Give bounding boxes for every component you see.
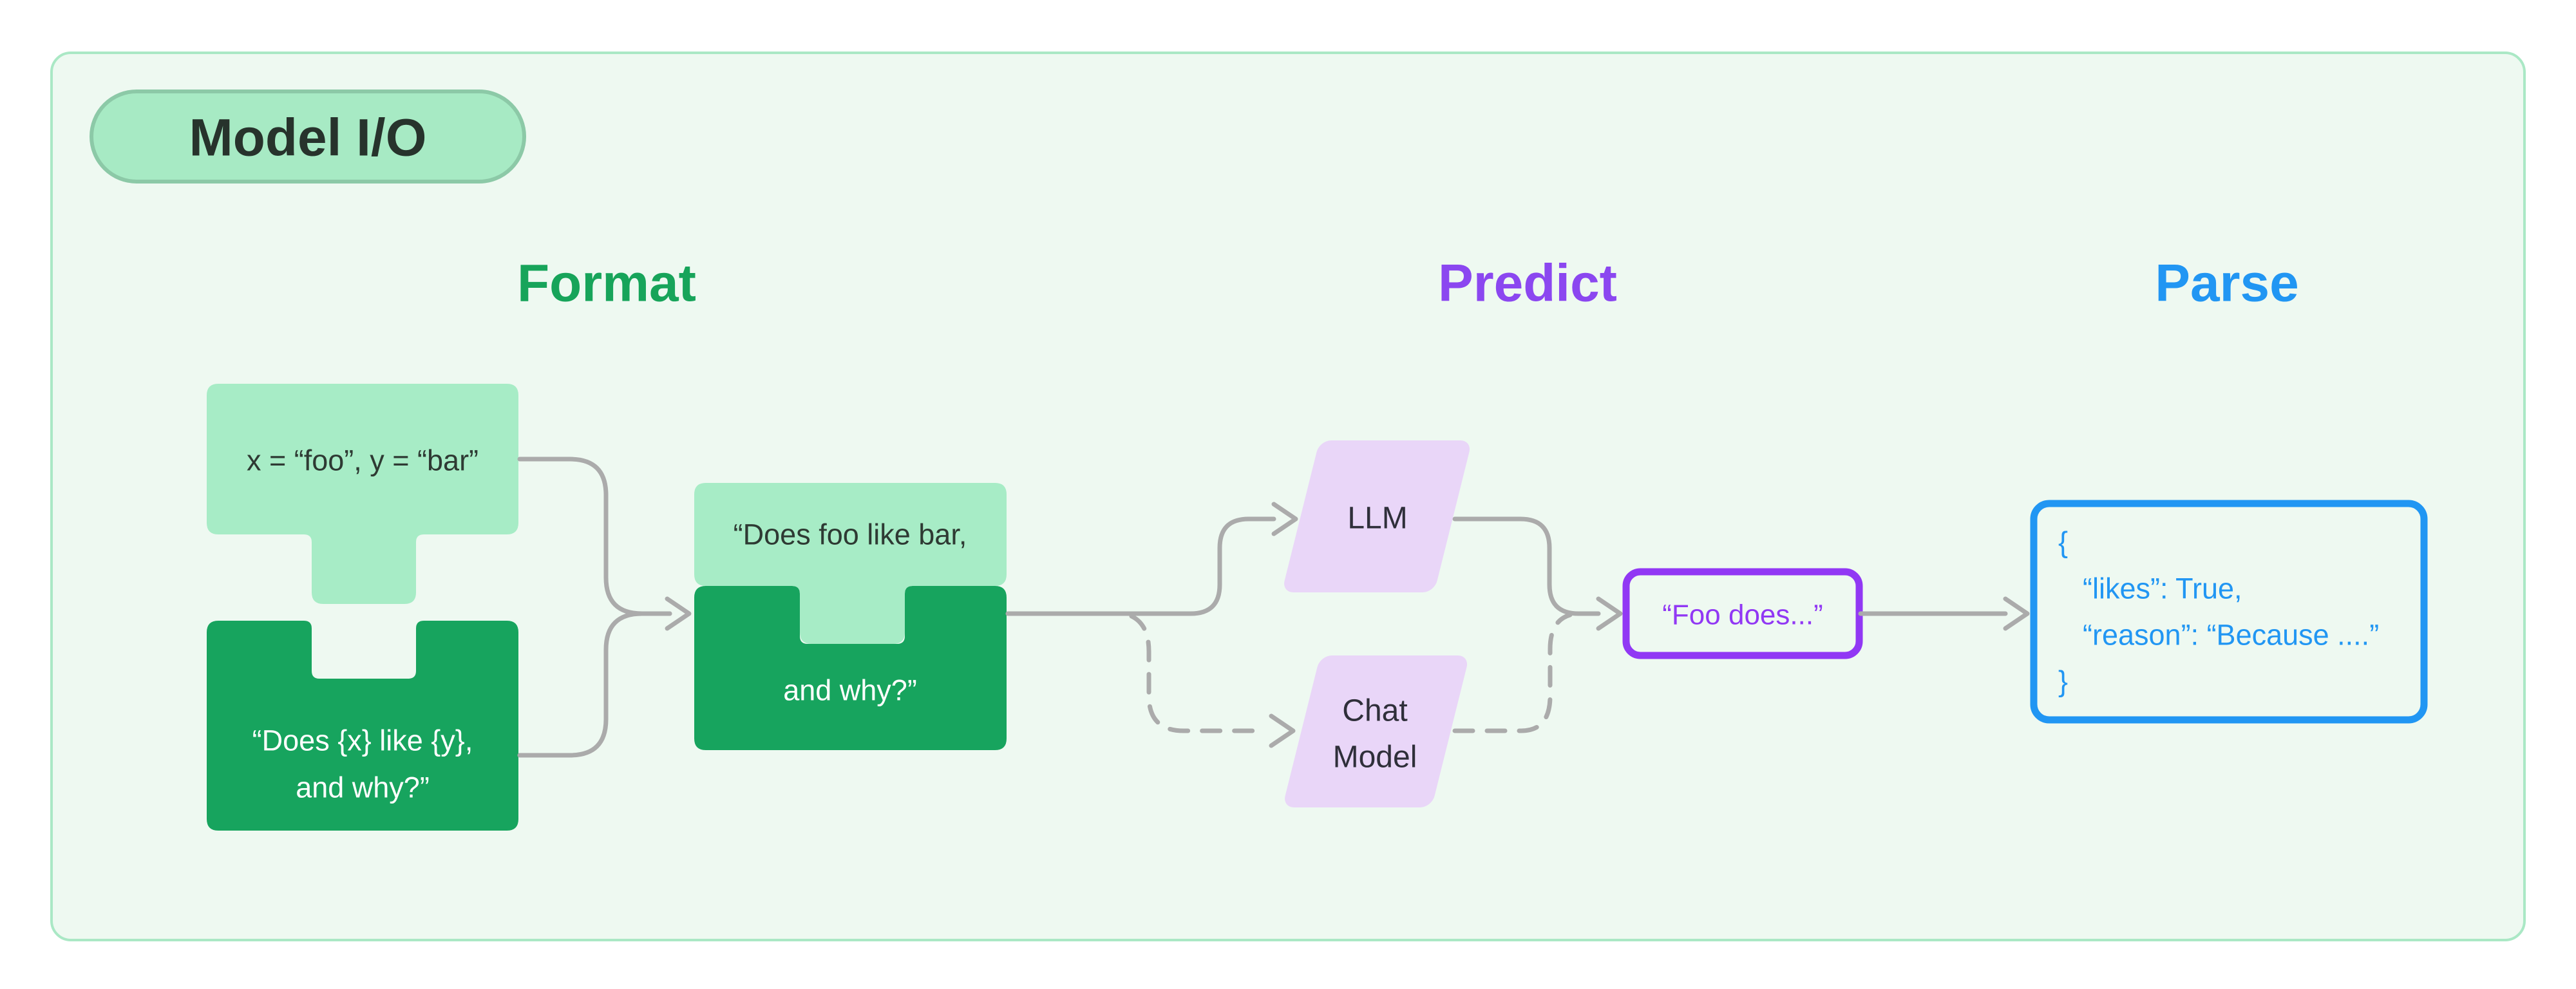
- chat-model-node-shape: [1285, 655, 1468, 807]
- variables-puzzle-piece: [207, 384, 518, 604]
- llm-label: LLM: [1347, 502, 1407, 536]
- predict-heading: Predict: [1438, 254, 1617, 313]
- connector-chat-model-to-output: [1452, 612, 1573, 733]
- prompt-piece-label-line1: “Does foo like bar,: [734, 518, 967, 551]
- json-line-open-brace: {: [2058, 526, 2068, 559]
- format-heading: Format: [517, 254, 696, 313]
- json-line-reason: “reason”: “Because ....”: [2083, 619, 2379, 652]
- connector-prompt-to-llm: [1005, 516, 1276, 616]
- parsed-json-node: [2030, 500, 2428, 724]
- chat-model-label-line2: Model: [1333, 740, 1417, 775]
- prompt-top-puzzle-piece: [694, 483, 1007, 644]
- json-line-likes: “likes”: True,: [2083, 572, 2242, 605]
- json-line-close-brace: }: [2058, 665, 2068, 698]
- model-io-badge: [90, 89, 526, 184]
- connector-variables-to-prompt: [517, 457, 672, 616]
- template-piece-label-line1: “Does {x} like {y},: [252, 724, 473, 757]
- chat-model-label-line1: Chat: [1342, 694, 1407, 728]
- variables-piece-label: x = “foo”, y = “bar”: [247, 444, 478, 477]
- model-io-badge-label: Model I/O: [189, 109, 427, 167]
- template-piece-label-line2: and why?”: [296, 771, 430, 804]
- prompt-arrowhead-icon: [665, 596, 692, 631]
- connector-prompt-to-chat-model: [1129, 614, 1269, 733]
- llm-node: [1284, 440, 1470, 592]
- connector-llm-to-output: [1452, 516, 1601, 616]
- chat-model-arrowhead-icon: [1269, 713, 1296, 748]
- output-arrowhead-icon: [1596, 596, 1623, 631]
- llm-arrowhead-icon: [1271, 502, 1298, 536]
- parse-arrowhead-icon: [2003, 596, 2030, 631]
- prompt-bottom-puzzle-piece: [694, 586, 1007, 750]
- diagram-card: [50, 52, 2526, 941]
- parse-heading: Parse: [2155, 254, 2298, 313]
- prompt-piece-label-line2: and why?”: [783, 674, 917, 707]
- template-puzzle-piece: [207, 621, 518, 831]
- llm-node-shape: [1284, 440, 1470, 592]
- chat-model-node: [1285, 655, 1468, 807]
- connector-template-to-prompt: [517, 611, 672, 758]
- output-label: “Foo does...”: [1662, 599, 1823, 631]
